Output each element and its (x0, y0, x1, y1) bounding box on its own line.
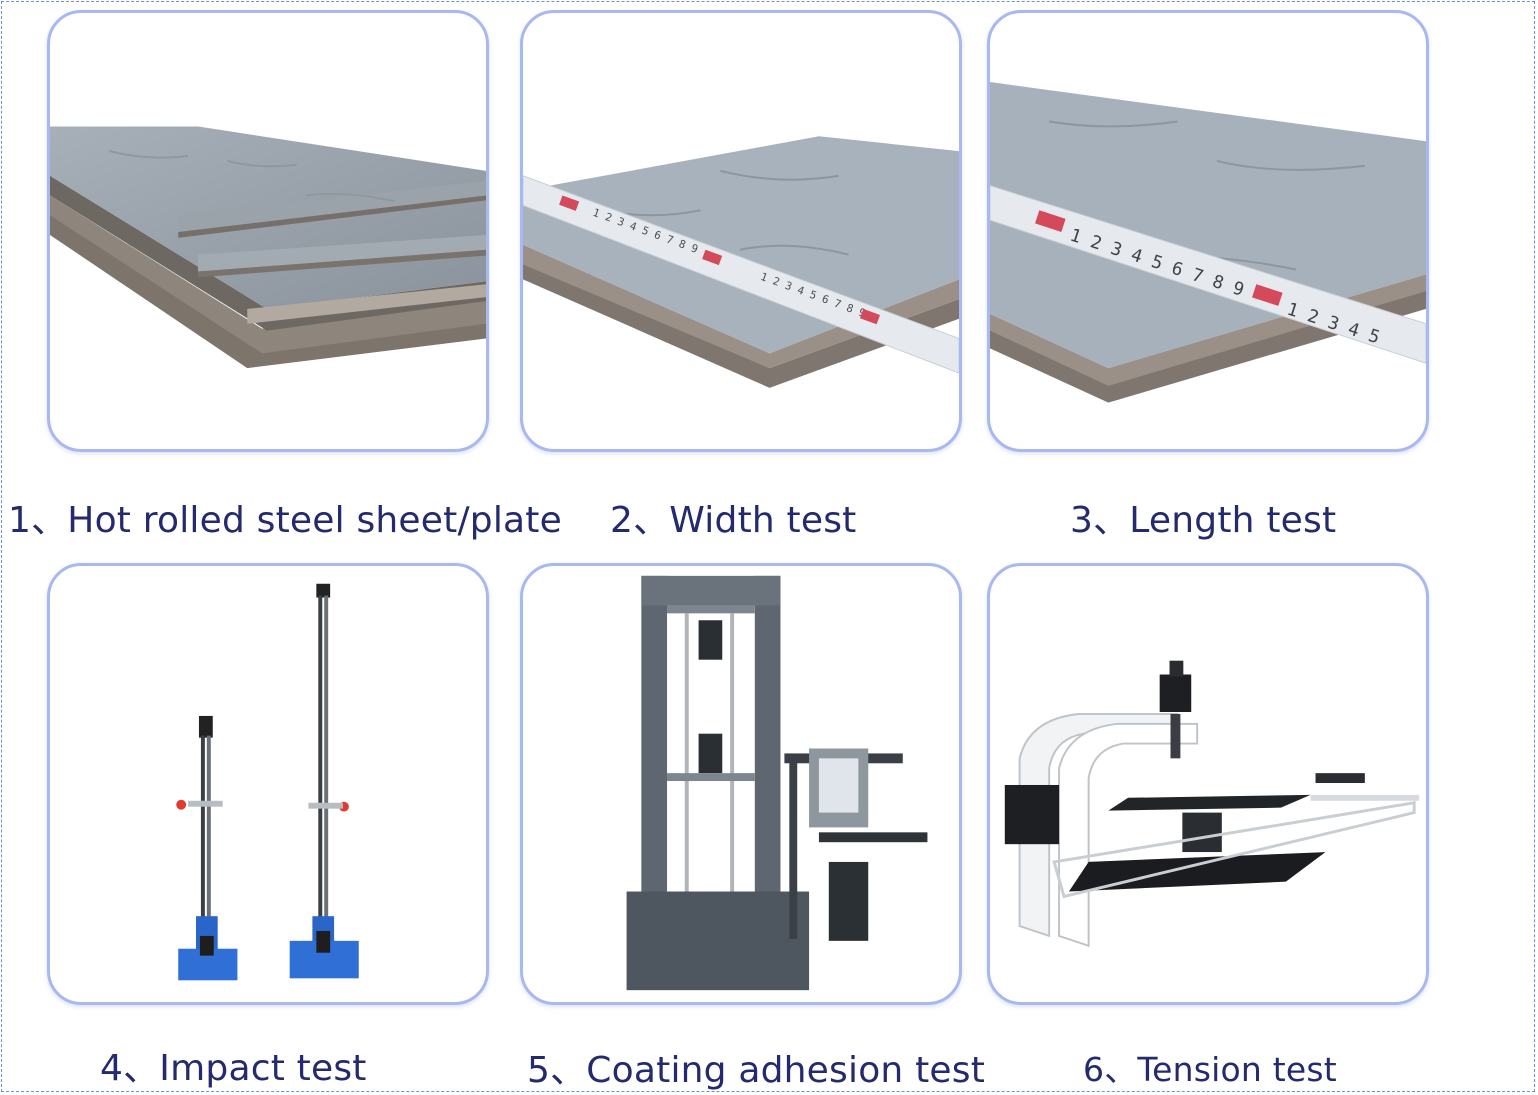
steel-plate-stack-image (50, 126, 486, 369)
tension-tester-image (1004, 660, 1420, 948)
coating-adhesion-photo-card (520, 563, 962, 1005)
length-test-photo-card: 1 2 3 4 5 6 7 8 9 1 2 3 4 5 (987, 10, 1429, 452)
caption-impact-test: 4、Impact test (100, 1048, 367, 1089)
length-test-tape-image: 1 2 3 4 5 6 7 8 9 1 2 3 4 5 (990, 82, 1426, 403)
width-test-photo-card: 1 2 3 4 5 6 7 8 9 1 2 3 4 5 6 7 8 9 (520, 10, 962, 452)
width-test-tape-image: 1 2 3 4 5 6 7 8 9 1 2 3 4 5 6 7 8 9 (523, 136, 959, 388)
caption-coating-adhesion-test: 5、Coating adhesion test (527, 1050, 986, 1091)
impact-tester-photo-card (47, 563, 489, 1005)
universal-testing-machine-image (626, 575, 928, 991)
caption-hot-rolled-steel: 1、Hot rolled steel sheet/plate (8, 500, 562, 541)
tension-tester-photo-card (987, 563, 1429, 1005)
caption-length-test: 3、Length test (1070, 500, 1337, 541)
steel-plate-photo-card (47, 10, 489, 452)
caption-tension-test: 6、Tension test (1083, 1050, 1337, 1089)
caption-width-test: 2、Width test (610, 500, 857, 541)
impact-tester-image (176, 583, 359, 981)
